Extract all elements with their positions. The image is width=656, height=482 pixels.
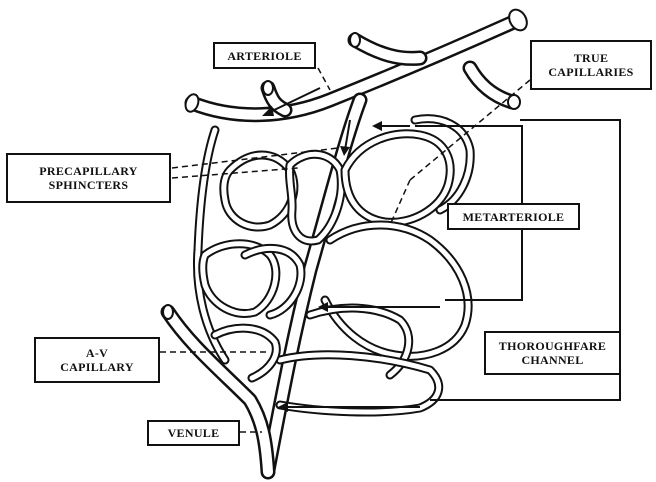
label-venule: VENULE [147, 420, 240, 446]
capillary-network [197, 119, 470, 412]
label-arteriole: ARTERIOLE [213, 42, 316, 69]
label-av-capillary: A-V CAPILLARY [34, 337, 160, 383]
label-precapillary-sphincters: PRECAPILLARY SPHINCTERS [6, 153, 171, 203]
label-thoroughfare-channel: THOROUGHFARE CHANNEL [484, 331, 621, 375]
label-true-capillaries: TRUE CAPILLARIES [530, 40, 652, 90]
label-metarteriole: METARTERIOLE [447, 203, 580, 230]
